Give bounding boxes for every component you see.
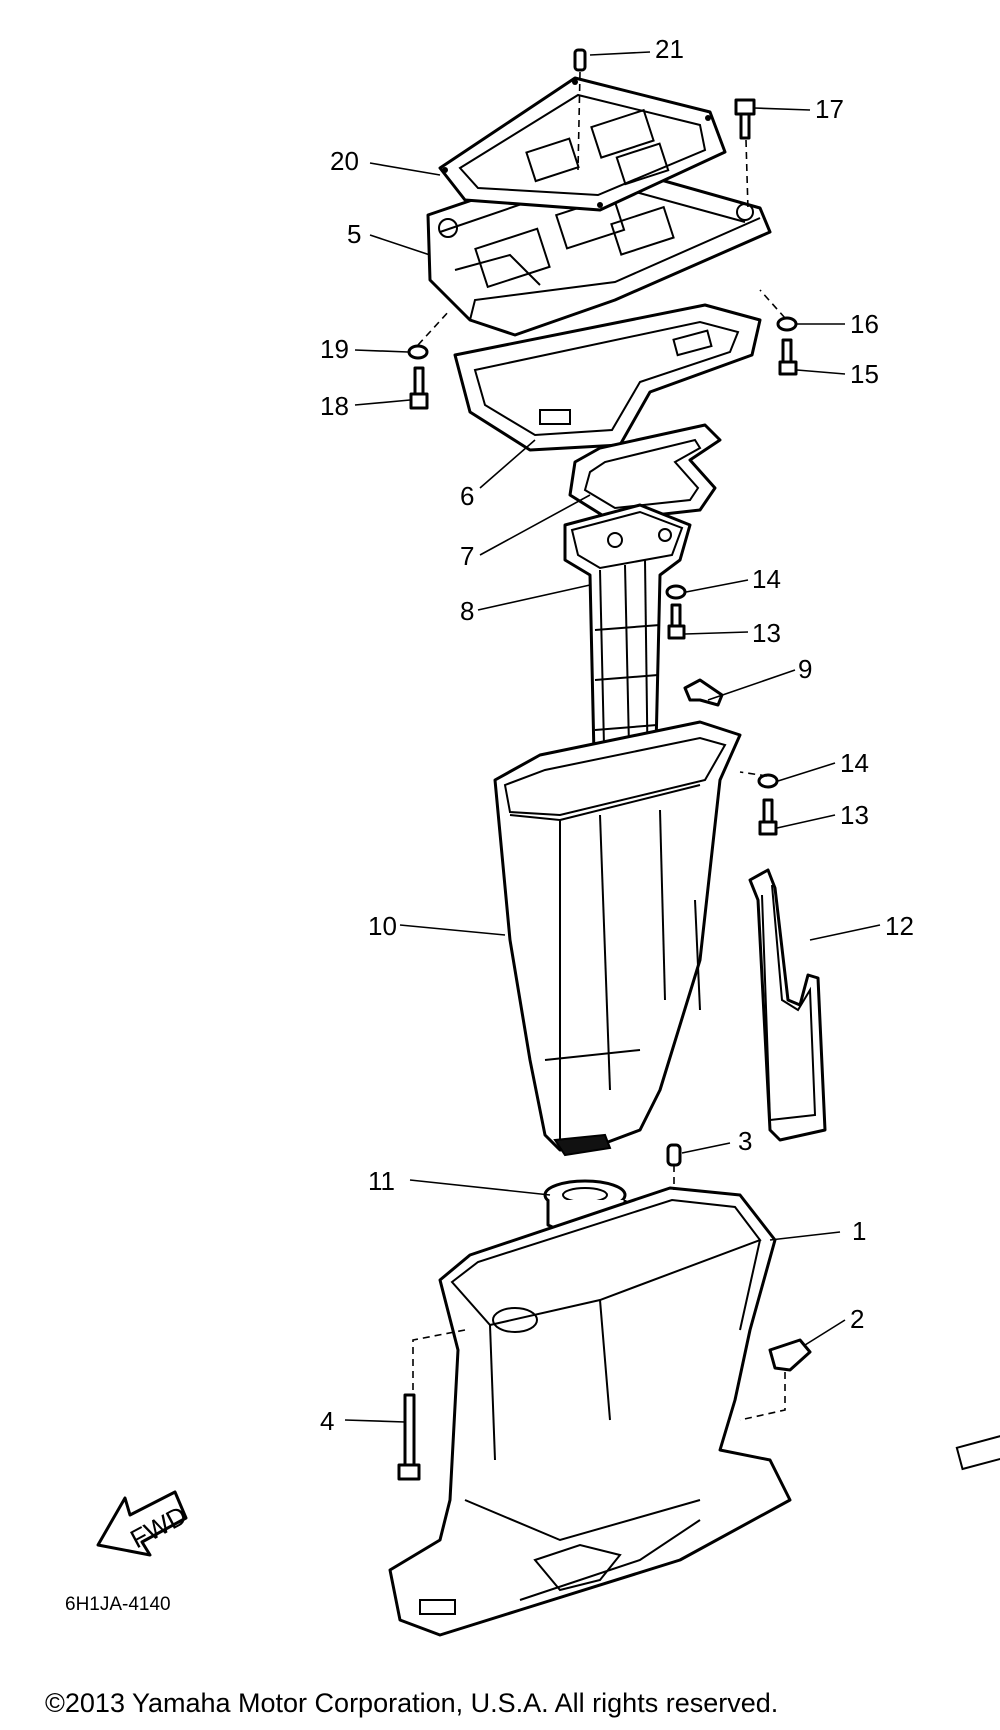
hardware bbox=[397, 48, 812, 1481]
callout-3: 3 bbox=[738, 1126, 752, 1156]
callout-6: 6 bbox=[460, 481, 474, 511]
part-16-washer bbox=[776, 316, 798, 332]
leader-lines bbox=[344, 51, 881, 1423]
part-21-pin bbox=[573, 48, 587, 72]
part-10-upper-casing bbox=[493, 720, 742, 1157]
part-13-bolt-b bbox=[758, 798, 778, 836]
callout-21: 21 bbox=[655, 34, 684, 64]
callout-20: 20 bbox=[330, 146, 359, 176]
callout-17: 17 bbox=[815, 94, 844, 124]
part-18-bolt bbox=[409, 366, 429, 410]
callout-5: 5 bbox=[347, 219, 361, 249]
callout-8: 8 bbox=[460, 596, 474, 626]
callout-14b: 14 bbox=[840, 748, 869, 778]
part-12-side-gasket bbox=[748, 868, 827, 1142]
callout-1: 1 bbox=[852, 1216, 866, 1246]
callout-10: 10 bbox=[368, 911, 397, 941]
copyright-notice: ©2013 Yamaha Motor Corporation, U.S.A. A… bbox=[45, 1688, 778, 1718]
callout-13a: 13 bbox=[752, 618, 781, 648]
callout-12: 12 bbox=[885, 911, 914, 941]
part-14-washer-a bbox=[665, 584, 687, 600]
part-7-gasket bbox=[568, 423, 722, 522]
part-1-lower-casing bbox=[388, 1186, 1000, 1637]
callout-2: 2 bbox=[850, 1304, 864, 1334]
part-17-bolt bbox=[734, 98, 756, 140]
callout-7: 7 bbox=[460, 541, 474, 571]
part-19-washer bbox=[407, 344, 429, 360]
part-6-gasket bbox=[453, 303, 762, 452]
callout-15: 15 bbox=[850, 359, 879, 389]
callout-14a: 14 bbox=[752, 564, 781, 594]
fwd-arrow-icon: FWD bbox=[96, 1490, 192, 1557]
part-14-washer-b bbox=[757, 773, 779, 789]
callout-labels: 21 17 20 5 16 19 15 18 6 7 14 8 13 9 14 … bbox=[320, 34, 914, 1436]
part-20-top-gasket bbox=[438, 76, 727, 212]
part-3-dowel bbox=[666, 1143, 682, 1167]
callout-11: 11 bbox=[368, 1166, 395, 1196]
callout-9: 9 bbox=[798, 654, 812, 684]
part-4-bolt bbox=[397, 1393, 421, 1481]
assembly-lines bbox=[412, 71, 786, 1421]
callout-18: 18 bbox=[320, 391, 349, 421]
drawing-code: 6H1JA-4140 bbox=[65, 1594, 171, 1615]
callout-13b: 13 bbox=[840, 800, 869, 830]
part-15-bolt bbox=[778, 338, 798, 376]
part-9-clip bbox=[683, 678, 724, 707]
callout-19: 19 bbox=[320, 334, 349, 364]
part-2-cap bbox=[768, 1338, 812, 1372]
part-13-bolt-a bbox=[667, 603, 686, 640]
callout-16: 16 bbox=[850, 309, 879, 339]
callout-4: 4 bbox=[320, 1406, 334, 1436]
